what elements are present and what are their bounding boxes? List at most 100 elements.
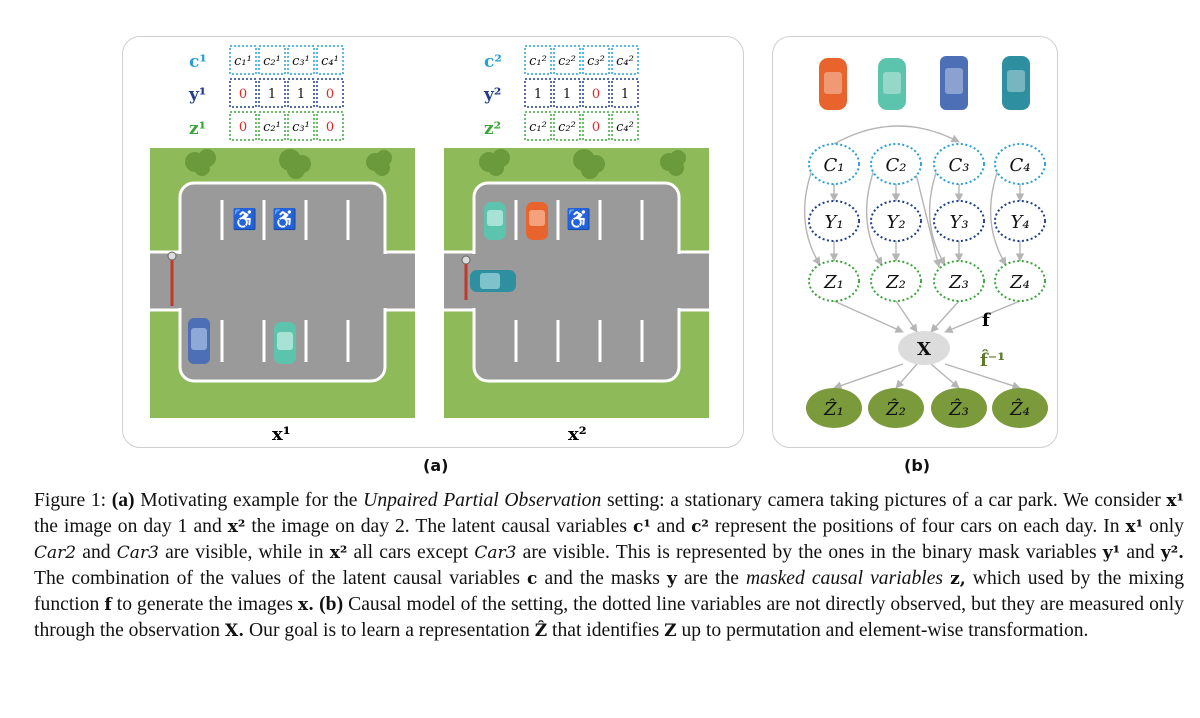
car-teal — [274, 322, 296, 364]
mask-cell-value: 0 — [592, 87, 600, 102]
edge-x-zhat — [833, 363, 904, 390]
node-zhat-label: Ẑ₁ — [823, 397, 844, 420]
mask-cell-value: c₁¹ — [234, 54, 252, 69]
math-c2: c² — [691, 517, 709, 537]
car-icon-3 — [940, 56, 968, 110]
node-y-label: Y₂ — [886, 212, 905, 233]
math-car3: Car3 — [474, 543, 517, 563]
node-c-label: C₄ — [1010, 155, 1031, 176]
math-Zhat: Ẑ — [534, 621, 548, 641]
node-y — [870, 200, 922, 242]
math-y2: y². — [1160, 543, 1185, 563]
car-icon-1 — [819, 58, 847, 110]
mask-cell-value: 0 — [239, 120, 247, 135]
node-y — [994, 200, 1046, 242]
node-y-label: Y₁ — [824, 212, 843, 233]
caption-text: are the — [683, 568, 739, 589]
math-c1: c¹ — [632, 517, 651, 537]
caption-text: the image on day 1 and — [34, 516, 222, 537]
mask-cell — [287, 78, 315, 108]
mask-cell — [553, 45, 581, 75]
math-x1: x¹ — [1166, 491, 1184, 511]
node-z-label: Z₁ — [823, 272, 844, 293]
mask-cell — [229, 45, 257, 75]
edge-c2-z3 — [915, 173, 942, 268]
edge-x-zhat — [930, 363, 960, 389]
math-y: y — [666, 569, 677, 589]
mask-cell-value: c₂² — [558, 120, 576, 135]
node-c — [870, 143, 922, 185]
node-zhat-label: Ẑ₄ — [1009, 397, 1030, 420]
panel-a-label: (a) — [423, 456, 449, 475]
z1-row-label: z¹ — [189, 119, 206, 139]
barrier-icon — [167, 251, 177, 306]
edge-c-z — [804, 169, 821, 266]
mask-cell — [524, 45, 552, 75]
mask-cell — [553, 111, 581, 141]
math-x1: x¹ — [1125, 517, 1144, 537]
mask-cell — [316, 78, 344, 108]
mask-cell — [582, 78, 610, 108]
mask-cell-value: c₄² — [616, 54, 634, 69]
caption-text: up to permutation and element-wise trans… — [681, 620, 1089, 641]
node-zhat — [931, 388, 987, 428]
caption-text: setting: a stationary camera taking pict… — [606, 490, 1161, 511]
math-x2: x² — [329, 543, 348, 563]
math-car2: Car2 — [34, 543, 77, 563]
mask-cell-value: c₂² — [558, 54, 576, 69]
math-car3: Car3 — [116, 543, 159, 563]
c1-row-label: c¹ — [189, 52, 207, 72]
mask-cell — [611, 111, 639, 141]
mask-cell — [553, 78, 581, 108]
edge-x-zhat — [944, 363, 1021, 390]
edge-z-x — [930, 300, 960, 333]
car-teal — [484, 202, 506, 240]
node-z — [994, 260, 1046, 302]
edge-z-x — [944, 300, 1021, 333]
mask-cell — [258, 78, 286, 108]
mask-cell — [258, 111, 286, 141]
caption-text: and — [656, 516, 686, 537]
c2-row-label: c² — [484, 52, 502, 72]
tree-icon — [660, 150, 686, 176]
tree-icon — [479, 149, 510, 176]
parking-lot-day1: ♿ ♿ — [150, 148, 415, 418]
node-z-label: Z₄ — [1009, 272, 1030, 293]
node-c-label: C₃ — [949, 155, 970, 176]
image-x2-label: x² — [568, 424, 587, 445]
mask-cell-value: 1 — [297, 87, 305, 102]
caption-text: Motivating example for the — [140, 490, 358, 511]
mask-cell-value: 0 — [239, 87, 247, 102]
caption-mcv: masked causal variables — [746, 568, 944, 589]
mask-cell — [287, 111, 315, 141]
node-c — [933, 143, 985, 185]
node-zhat-label: Ẑ₃ — [948, 397, 969, 420]
edge-c-z — [990, 169, 1007, 266]
caption-text: and the masks — [544, 568, 660, 589]
caption-text: which used by the mixing function — [34, 568, 1184, 615]
car-orange — [526, 202, 548, 240]
caption-text: the image on day 2. The latent causal va… — [251, 516, 627, 537]
barrier-icon — [461, 255, 471, 300]
node-x-label: X — [917, 339, 931, 360]
mask-cell-value: 0 — [592, 120, 600, 135]
mask-cell-value: c₃¹ — [292, 54, 310, 69]
node-y — [808, 200, 860, 242]
math-Z: Z — [664, 621, 677, 641]
mask-cell-value: c₃² — [587, 54, 605, 69]
node-zhat — [992, 388, 1048, 428]
node-z — [870, 260, 922, 302]
accessible-icon: ♿ — [232, 207, 257, 231]
caption-text: Our goal is to learn a representation — [249, 620, 530, 641]
mask-cell-value: c₄² — [616, 120, 634, 135]
mixing-function-label: f — [982, 310, 991, 331]
caption-text: that identifies — [552, 620, 660, 641]
caption-text: Causal model of the setting, the dotted … — [34, 594, 1184, 641]
node-zhat — [806, 388, 862, 428]
image-x1-label: x¹ — [272, 424, 291, 445]
node-c — [808, 143, 860, 185]
tree-icon — [366, 150, 392, 176]
node-zhat — [868, 388, 924, 428]
